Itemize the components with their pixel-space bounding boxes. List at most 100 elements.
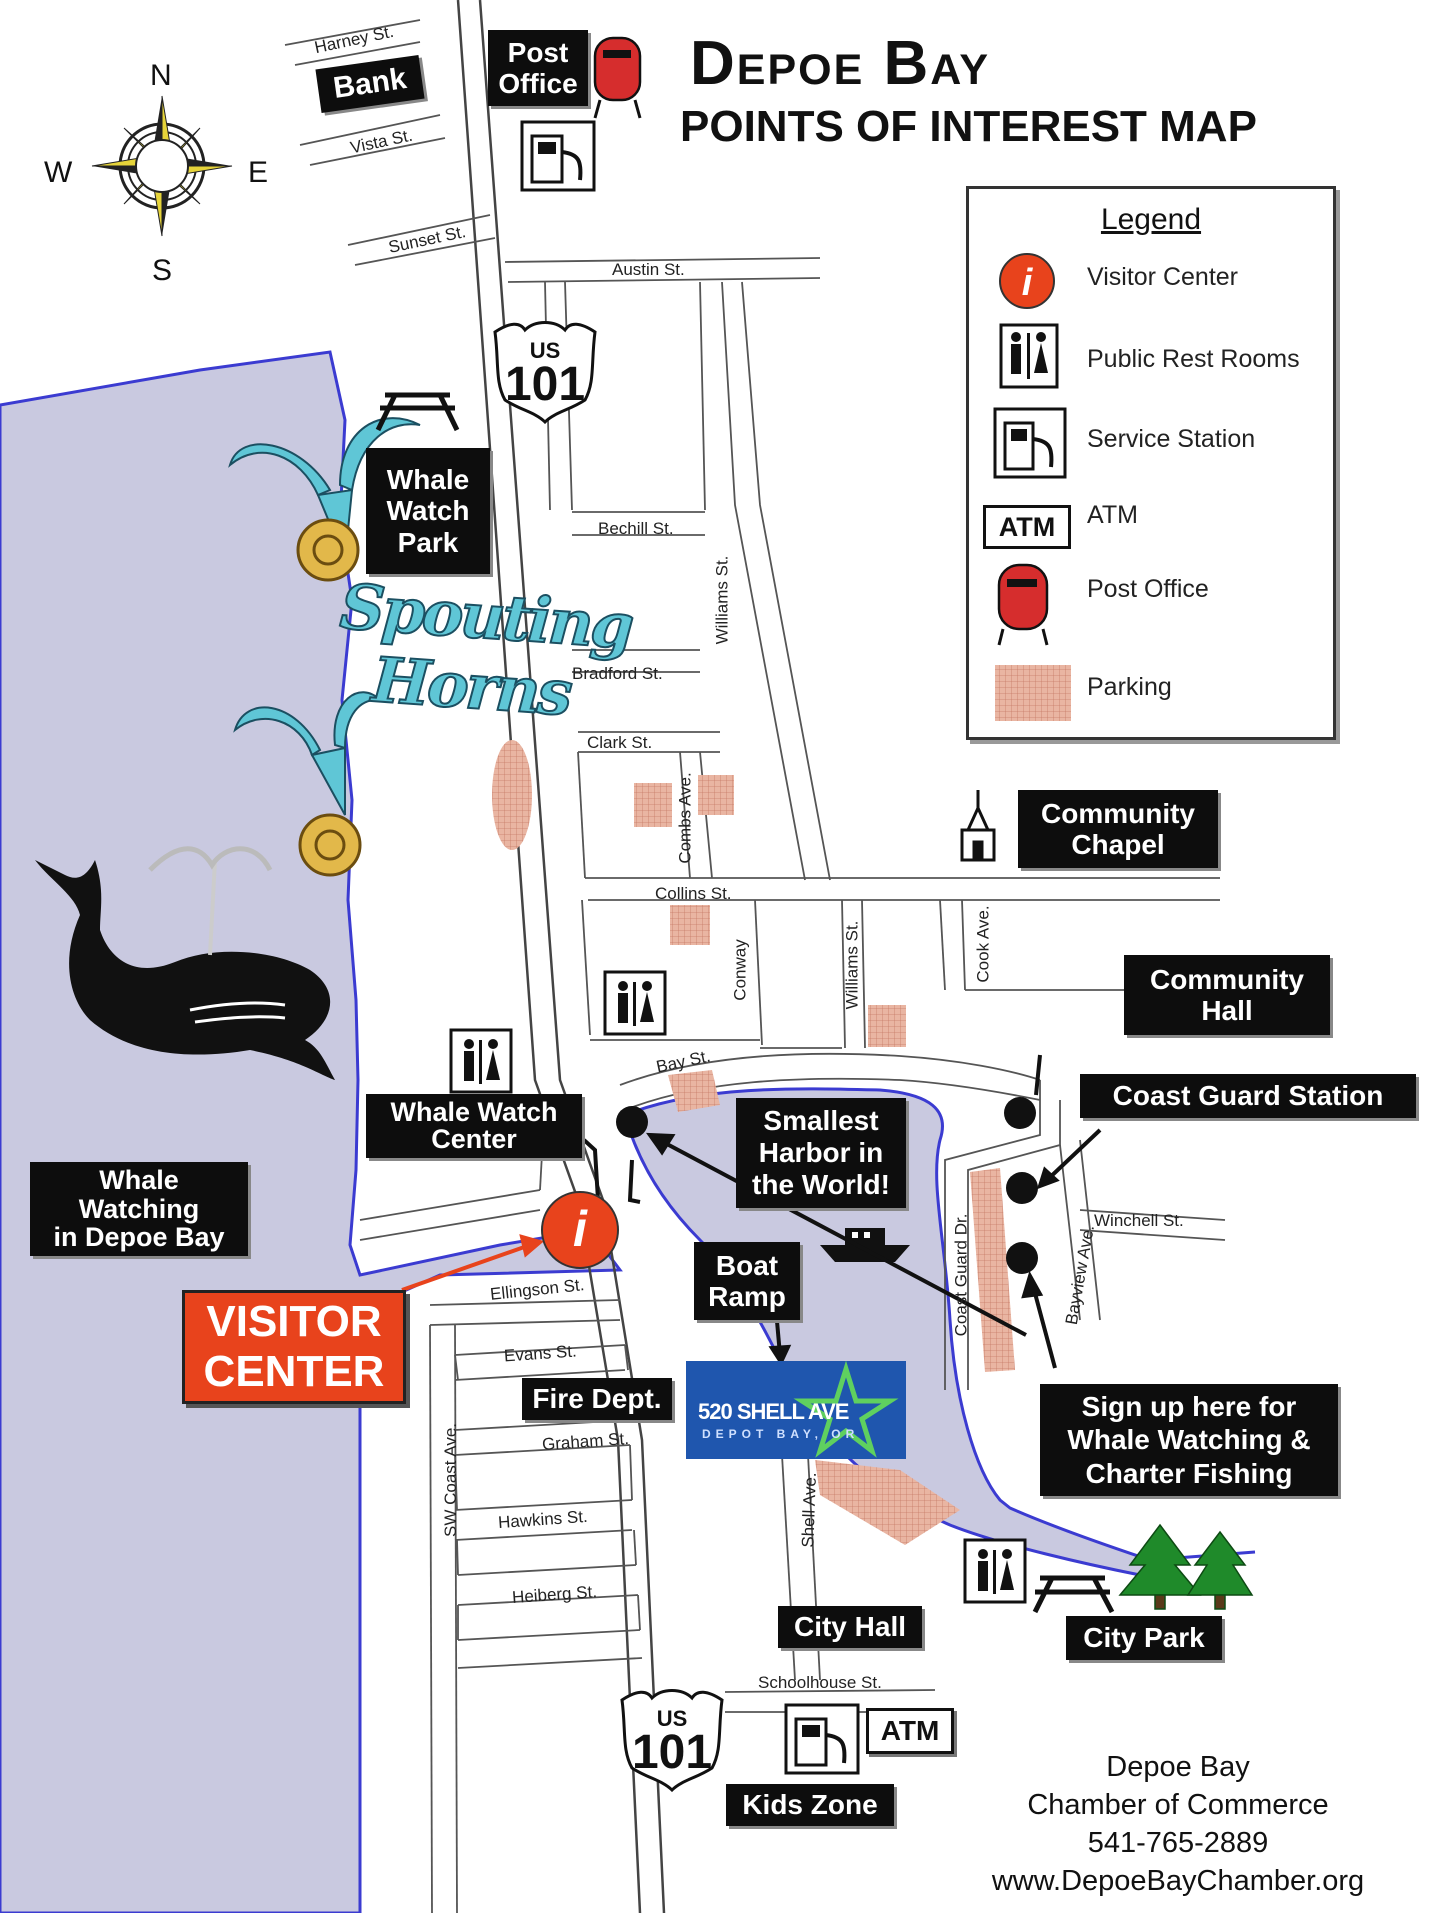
whale-watch-park-label: Whale Watch Park xyxy=(366,448,490,574)
whale-watch-center-line: Center xyxy=(431,1124,517,1154)
boat-icon xyxy=(820,1228,910,1262)
whale-watch-park-line: Whale xyxy=(386,463,470,495)
shield-number: 101 xyxy=(632,1726,712,1779)
tree-icon xyxy=(1186,1530,1254,1610)
gas-pump-icon xyxy=(993,407,1067,479)
street-label: Clark St. xyxy=(587,733,653,752)
restroom-icon xyxy=(963,1538,1027,1604)
street-label: SW Coast Ave. xyxy=(441,1422,461,1538)
parking-lot xyxy=(815,1460,960,1545)
gas-pump-icon xyxy=(520,120,596,192)
sign-up-label: Sign up here for Whale Watching & Charte… xyxy=(1040,1384,1338,1496)
post-office-line: Post xyxy=(507,36,569,68)
community-chapel-line: Community xyxy=(1041,797,1195,829)
street-label: Cook Ave. xyxy=(973,905,993,983)
legend-item-label: Service Station xyxy=(1087,425,1256,453)
kids-zone-label: Kids Zone xyxy=(726,1784,894,1826)
visitor-arrow xyxy=(401,1234,545,1292)
smallest-harbor-line: Harbor in xyxy=(758,1136,884,1168)
coast-guard-station-label: Coast Guard Station xyxy=(1080,1074,1416,1118)
location-dot xyxy=(1006,1242,1038,1274)
church-icon xyxy=(960,790,996,862)
spouting-horn-icon xyxy=(228,417,421,582)
street-label: Schoolhouse St. xyxy=(758,1673,882,1692)
community-hall-label: Community Hall xyxy=(1124,955,1330,1035)
parking-swatch xyxy=(995,665,1071,721)
whale-watching-line: in Depoe Bay xyxy=(53,1222,225,1253)
whale-watch-center-line: Whale Watch xyxy=(390,1097,558,1127)
street-lines xyxy=(284,19,1226,1913)
community-hall-line: Community xyxy=(1150,963,1304,995)
smallest-harbor-line: the World! xyxy=(752,1169,890,1201)
contact-website[interactable]: www.DepoeBayChamber.org xyxy=(991,1865,1365,1897)
visitor-center-line: CENTER xyxy=(203,1347,385,1396)
compass-s: S xyxy=(152,254,172,287)
whale-watching-line: Whale xyxy=(99,1165,179,1196)
map-subtitle: POINTS OF INTEREST MAP xyxy=(680,102,1257,151)
street-label: Combs Ave. xyxy=(675,772,695,864)
whale-watch-center-label: Whale Watch Center xyxy=(366,1094,582,1158)
street-label: Williams St. xyxy=(842,920,862,1010)
visitor-center-line: VISITOR xyxy=(206,1297,382,1346)
compass-e: E xyxy=(248,156,268,189)
shield-number: 101 xyxy=(505,358,585,411)
street-label: Winchell St. xyxy=(1094,1211,1184,1230)
compass-w: W xyxy=(44,156,73,189)
compass-n: N xyxy=(150,59,172,92)
atm-icon: ATM xyxy=(983,505,1071,549)
legend-item-label: ATM xyxy=(1087,501,1138,529)
city-park-label: City Park xyxy=(1066,1616,1222,1660)
parking-lot xyxy=(668,1070,720,1112)
chamber-contact: Depoe Bay Chamber of Commerce 541-765-28… xyxy=(968,1748,1388,1900)
street-label: Bradford St. xyxy=(572,664,663,683)
shield-label: US xyxy=(657,1706,688,1731)
parking-lot xyxy=(698,775,734,815)
shield-label: US xyxy=(530,338,561,363)
legend-item-label: Public Rest Rooms xyxy=(1087,345,1300,373)
shell-ave-sign: 520 SHELL AVE DEPOT BAY, OR xyxy=(686,1361,906,1459)
gas-pump-icon xyxy=(784,1703,860,1775)
location-dot xyxy=(1006,1172,1038,1204)
whale-watch-park-line: Park xyxy=(397,526,459,558)
community-chapel-label: Community Chapel xyxy=(1018,790,1218,868)
sign-up-line: Sign up here for xyxy=(1081,1390,1297,1422)
atm-icon: ATM xyxy=(866,1708,954,1754)
map-title: Depoe Bay xyxy=(690,29,991,98)
pointer-arrows xyxy=(582,1054,1102,1369)
visitor-center-label: VISITOR CENTER xyxy=(182,1290,406,1404)
whale-watching-label: Whale Watching in Depoe Bay xyxy=(30,1162,248,1256)
location-dot xyxy=(1004,1097,1036,1129)
svg-text:i: i xyxy=(573,1201,588,1257)
street-label: Bechill St. xyxy=(598,519,674,538)
post-office-label: Post Office xyxy=(488,30,588,106)
sign-up-line: Whale Watching & xyxy=(1067,1424,1311,1456)
contact-phone: 541-765-2889 xyxy=(1087,1827,1269,1859)
svg-text:i: i xyxy=(1022,262,1034,304)
community-chapel-line: Chapel xyxy=(1071,829,1165,860)
compass-rose-icon xyxy=(91,95,233,237)
mailbox-icon xyxy=(997,563,1049,646)
legend-item-label: Visitor Center xyxy=(1087,263,1238,291)
contact-line: Chamber of Commerce xyxy=(1027,1789,1329,1821)
parking-lot xyxy=(868,1005,906,1047)
smallest-harbor-line: Smallest xyxy=(763,1104,879,1136)
whale-watch-park-line: Watch xyxy=(386,495,470,527)
picnic-table-icon xyxy=(1032,1575,1115,1614)
boat-ramp-line: Boat xyxy=(715,1249,779,1281)
street-label: Williams St. xyxy=(712,555,732,645)
us-101-shield-icon: US 101 xyxy=(493,321,597,425)
boat-ramp-label: Boat Ramp xyxy=(694,1242,800,1320)
street-label: Austin St. xyxy=(612,260,685,279)
spouting-horn-icon xyxy=(233,691,383,877)
visitor-center-icon: i xyxy=(541,1191,619,1269)
shell-ave-sign-sub: DEPOT BAY, OR xyxy=(702,1427,860,1441)
whale-watching-line: Watching xyxy=(78,1193,200,1224)
street-label: Conway xyxy=(730,939,750,1001)
parking-lot xyxy=(970,1168,1015,1372)
restroom-icon xyxy=(449,1028,513,1094)
boat-ramp-line: Ramp xyxy=(708,1281,786,1312)
highway-101 xyxy=(456,0,666,1913)
us-101-shield-icon: US 101 xyxy=(620,1689,724,1793)
